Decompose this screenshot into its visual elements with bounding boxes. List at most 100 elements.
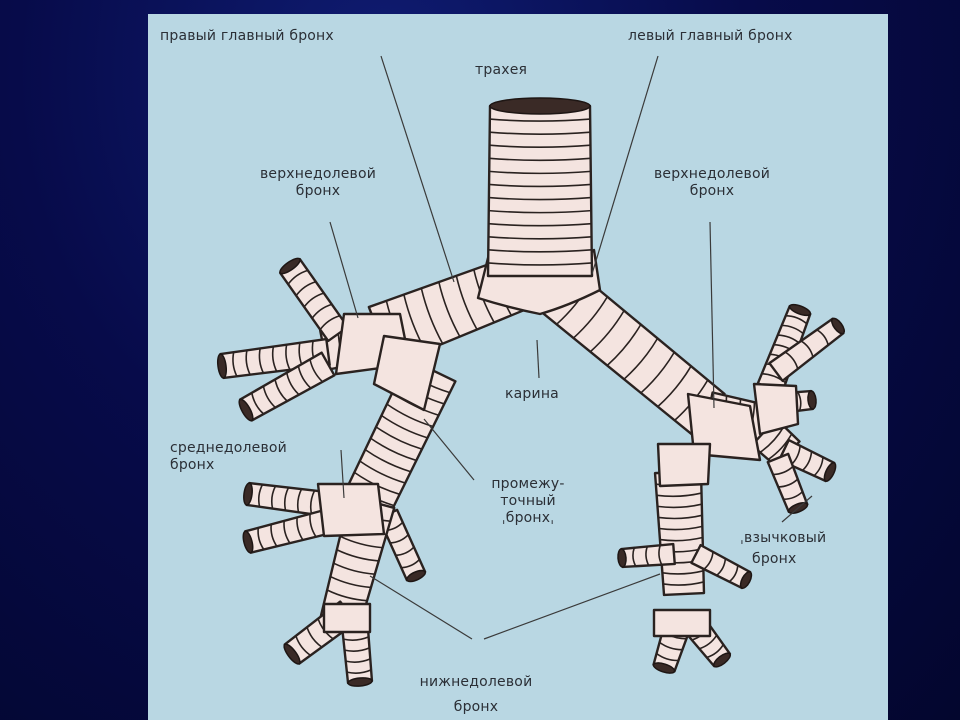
right-main-bronchus-cartilage-ring <box>420 287 444 345</box>
right-lower-trunk-cartilage-ring <box>339 535 384 549</box>
right-main-bronchus-cartilage-ring <box>438 281 461 338</box>
middle-lobe-medial <box>242 509 331 554</box>
leader-right-main <box>380 55 455 283</box>
leader-middle <box>340 449 345 499</box>
left-main-bronchus-cartilage-ring <box>572 295 609 339</box>
label-lingular-line2: бронх <box>752 551 797 567</box>
right-lower-branch-b-cartilage-ring <box>343 647 371 652</box>
trachea <box>486 104 594 278</box>
left-upper-apical-cartilage-ring <box>784 314 808 325</box>
label-right-upper-line1: верхнедолевой <box>259 166 377 182</box>
right-lower-trunk-cartilage-ring <box>329 575 372 589</box>
middle-junction <box>316 482 386 538</box>
left-lower-medial-cartilage-ring <box>658 544 663 566</box>
middle-lobe-lateral-cartilage-ring <box>257 483 264 508</box>
middle-lobe-lateral-cartilage-ring <box>296 488 303 514</box>
trachea-cartilage-ring <box>487 209 593 214</box>
leader-lower-right <box>369 575 473 640</box>
trachea-cartilage-ring <box>488 144 592 149</box>
right-lower-branch-a-cartilage-ring <box>295 635 312 657</box>
lingular-inferior <box>766 452 809 515</box>
left-main-bronchus-cartilage-ring <box>656 365 692 408</box>
label-middle-lobe-bronchus: среднедолевой бронх <box>170 440 287 474</box>
right-hilum-junction <box>372 334 442 412</box>
label-lower-lobe-bronchus: нижнедолевой бронх <box>406 674 546 716</box>
right-segment-small <box>377 508 427 583</box>
middle-lobe-medial-cartilage-ring <box>270 523 278 548</box>
intermediate-bronchus-cartilage-ring <box>364 448 412 473</box>
trachea-cartilage-ring <box>487 262 593 266</box>
label-left-upper-line1: верхнедолевой <box>653 166 771 182</box>
left-lower-medial-cartilage-ring <box>645 545 650 567</box>
label-left-upper-lobe-bronchus: верхнедолевой бронх <box>626 166 798 200</box>
lingular-trunk-cartilage-ring <box>767 433 793 461</box>
right-lower-branch-b-cartilage-ring <box>344 658 372 663</box>
left-lower-lateral-cartilage-ring <box>715 557 727 577</box>
left-lower-trunk-cartilage-ring <box>662 581 705 586</box>
left-lower-fork <box>652 608 712 638</box>
middle-lobe-medial-cartilage-ring <box>309 513 317 538</box>
left-upper-apical-opening <box>788 303 812 317</box>
middle-lobe-medial-cartilage-ring <box>296 516 304 541</box>
left-main-bronchus-cartilage-ring <box>606 323 642 367</box>
left-lower-lateral-opening <box>739 571 753 589</box>
label-lower-line2: бронх <box>453 699 499 715</box>
left-upper-apical-cartilage-ring <box>780 324 805 335</box>
right-upper-anterior-cartilage-ring <box>297 365 312 390</box>
left-lower-branch-a-cartilage-ring <box>658 641 684 651</box>
right-upper-anterior-cartilage-ring <box>285 371 300 396</box>
lingular-superior-cartilage-ring <box>813 456 824 477</box>
intermediate-bronchus-cartilage-ring <box>369 437 418 462</box>
leader-lines <box>329 55 813 640</box>
trachea-cartilage-ring <box>488 170 592 175</box>
label-intermediate-line1: промежу- <box>491 476 565 492</box>
left-lower-lateral <box>690 543 753 590</box>
left-lower-branch-a-cartilage-ring <box>655 652 680 662</box>
right-upper-anterior <box>238 351 336 422</box>
label-middle-line1: среднедолевой <box>170 440 287 456</box>
right-lower-branch-b-cartilage-ring <box>346 669 372 674</box>
left-upper-posterior-cartilage-ring <box>796 391 802 412</box>
middle-lobe-lateral <box>243 481 329 518</box>
right-lower-trunk-cartilage-ring <box>336 548 380 562</box>
leader-left-upper <box>709 221 715 409</box>
left-lower-branch-b-cartilage-ring <box>698 634 718 650</box>
label-right-upper-lobe-bronchus: верхнедолевой бронх <box>232 166 404 200</box>
left-upper-anterior-cartilage-ring <box>784 351 799 370</box>
label-right-main-bronchus: правый главный бронх <box>160 28 334 44</box>
right-lower-branch-b-cartilage-ring <box>342 636 370 641</box>
right-segment-small-cartilage-ring <box>394 546 415 557</box>
left-lower-medial-opening <box>617 548 627 568</box>
left-upper-junction <box>752 382 800 436</box>
right-upper-apical-cartilage-ring <box>311 303 333 320</box>
left-lower-trunk-cartilage-ring <box>658 525 704 531</box>
left-main-bronchus-cartilage-ring <box>589 309 625 353</box>
lingular-inferior-cartilage-ring <box>777 478 799 488</box>
right-upper-posterior-cartilage-ring <box>245 349 251 376</box>
middle-lobe-medial-cartilage-ring <box>283 520 291 544</box>
left-lower-branch-b-cartilage-ring <box>705 643 725 659</box>
right-upper-apical-cartilage-ring <box>295 280 317 297</box>
bronchial-tree-diagram <box>216 55 846 687</box>
lingular-inferior-cartilage-ring <box>772 465 794 476</box>
right-upper-anterior-cartilage-ring <box>262 385 277 409</box>
right-lower-branch-a-opening <box>283 643 301 665</box>
right-upper-anterior-cartilage-ring <box>309 358 324 383</box>
lingular-superior-opening <box>823 462 837 482</box>
right-upper-anterior-cartilage-ring <box>250 392 265 415</box>
left-main-bronchus-cartilage-ring <box>623 337 659 380</box>
right-lower-trunk-cartilage-ring <box>326 589 368 602</box>
left-lower-trunk-cartilage-ring <box>661 570 705 575</box>
label-lower-line1: нижнедолевой <box>419 674 533 690</box>
trachea-cartilage-ring <box>487 222 593 227</box>
right-upper-posterior-cartilage-ring <box>232 351 238 378</box>
left-upper-anterior-cartilage-ring <box>800 340 814 358</box>
intermediate-bronchus-cartilage-ring <box>375 426 423 450</box>
left-lower-trunk-cartilage-ring <box>659 536 704 542</box>
left-upper-anterior <box>768 317 846 383</box>
left-lower-trunk-cartilage-ring <box>657 514 703 520</box>
label-lingular-bronchus: ˌвзычковый бронх <box>740 530 826 568</box>
right-lower-trunk-cartilage-ring <box>332 562 376 575</box>
right-upper-posterior-cartilage-ring <box>271 345 278 373</box>
label-trachea: трахея <box>475 62 528 78</box>
